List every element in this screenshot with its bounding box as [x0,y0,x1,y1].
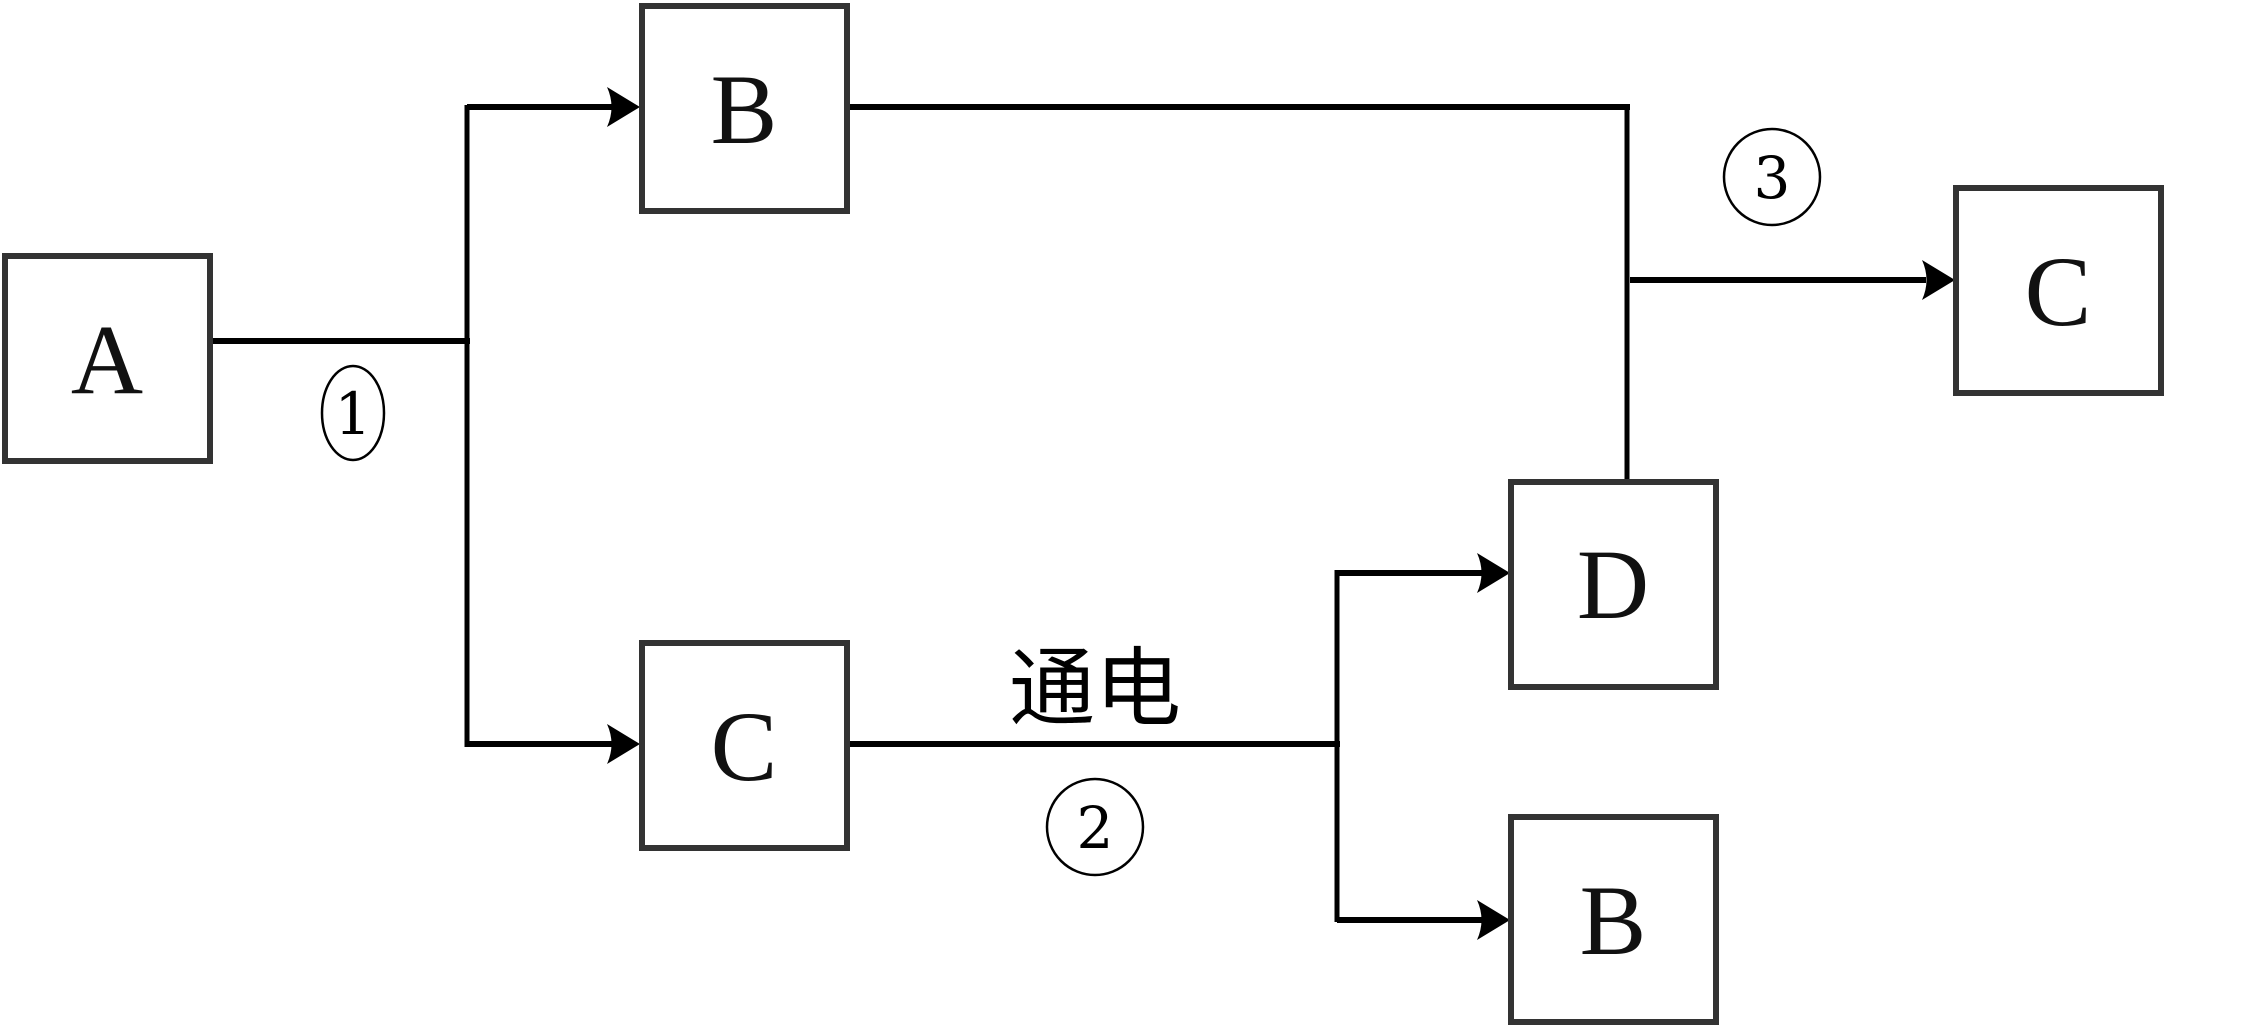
condition-electrify-label: 通电 [1009,639,1181,739]
step-marker-3: 3 [1722,127,1822,227]
node-c-right-box [1953,185,2164,396]
arrowhead-d [1477,553,1510,593]
step-3-circle [1722,127,1822,227]
step-3-number: 3 [1754,144,1791,212]
node-c-mid-label: C [711,691,778,802]
arrowhead-b-top [607,87,640,127]
arrowhead-c-right [1922,260,1955,300]
node-a: A [2,253,213,464]
step-1-circle [320,364,386,462]
step-marker-1: 1 [320,364,386,462]
node-d: D [1508,479,1719,690]
node-d-box [1508,479,1719,690]
node-c-mid-box [639,640,850,851]
node-b-top-box [639,3,850,214]
node-b-bottom-label: B [1580,865,1647,976]
arrowhead-b-bottom [1477,900,1510,940]
arrowheads [607,87,1955,940]
connectors [210,104,1926,923]
node-c-mid: C [639,640,850,851]
node-d-label: D [1577,529,1649,640]
step-1-number: 1 [335,380,372,448]
node-a-label: A [71,304,143,415]
node-b-top: B [639,3,850,214]
node-b-top-label: B [711,54,778,165]
node-b-bottom-box [1508,814,1719,1025]
step-2-circle [1045,777,1145,877]
node-c-right-label: C [2025,236,2092,347]
node-a-box [2,253,213,464]
step-marker-2: 2 [1045,777,1145,877]
node-b-bottom: B [1508,814,1719,1025]
step-2-number: 2 [1077,794,1114,862]
node-c-right: C [1953,185,2164,396]
arrowhead-c-mid [607,724,640,764]
